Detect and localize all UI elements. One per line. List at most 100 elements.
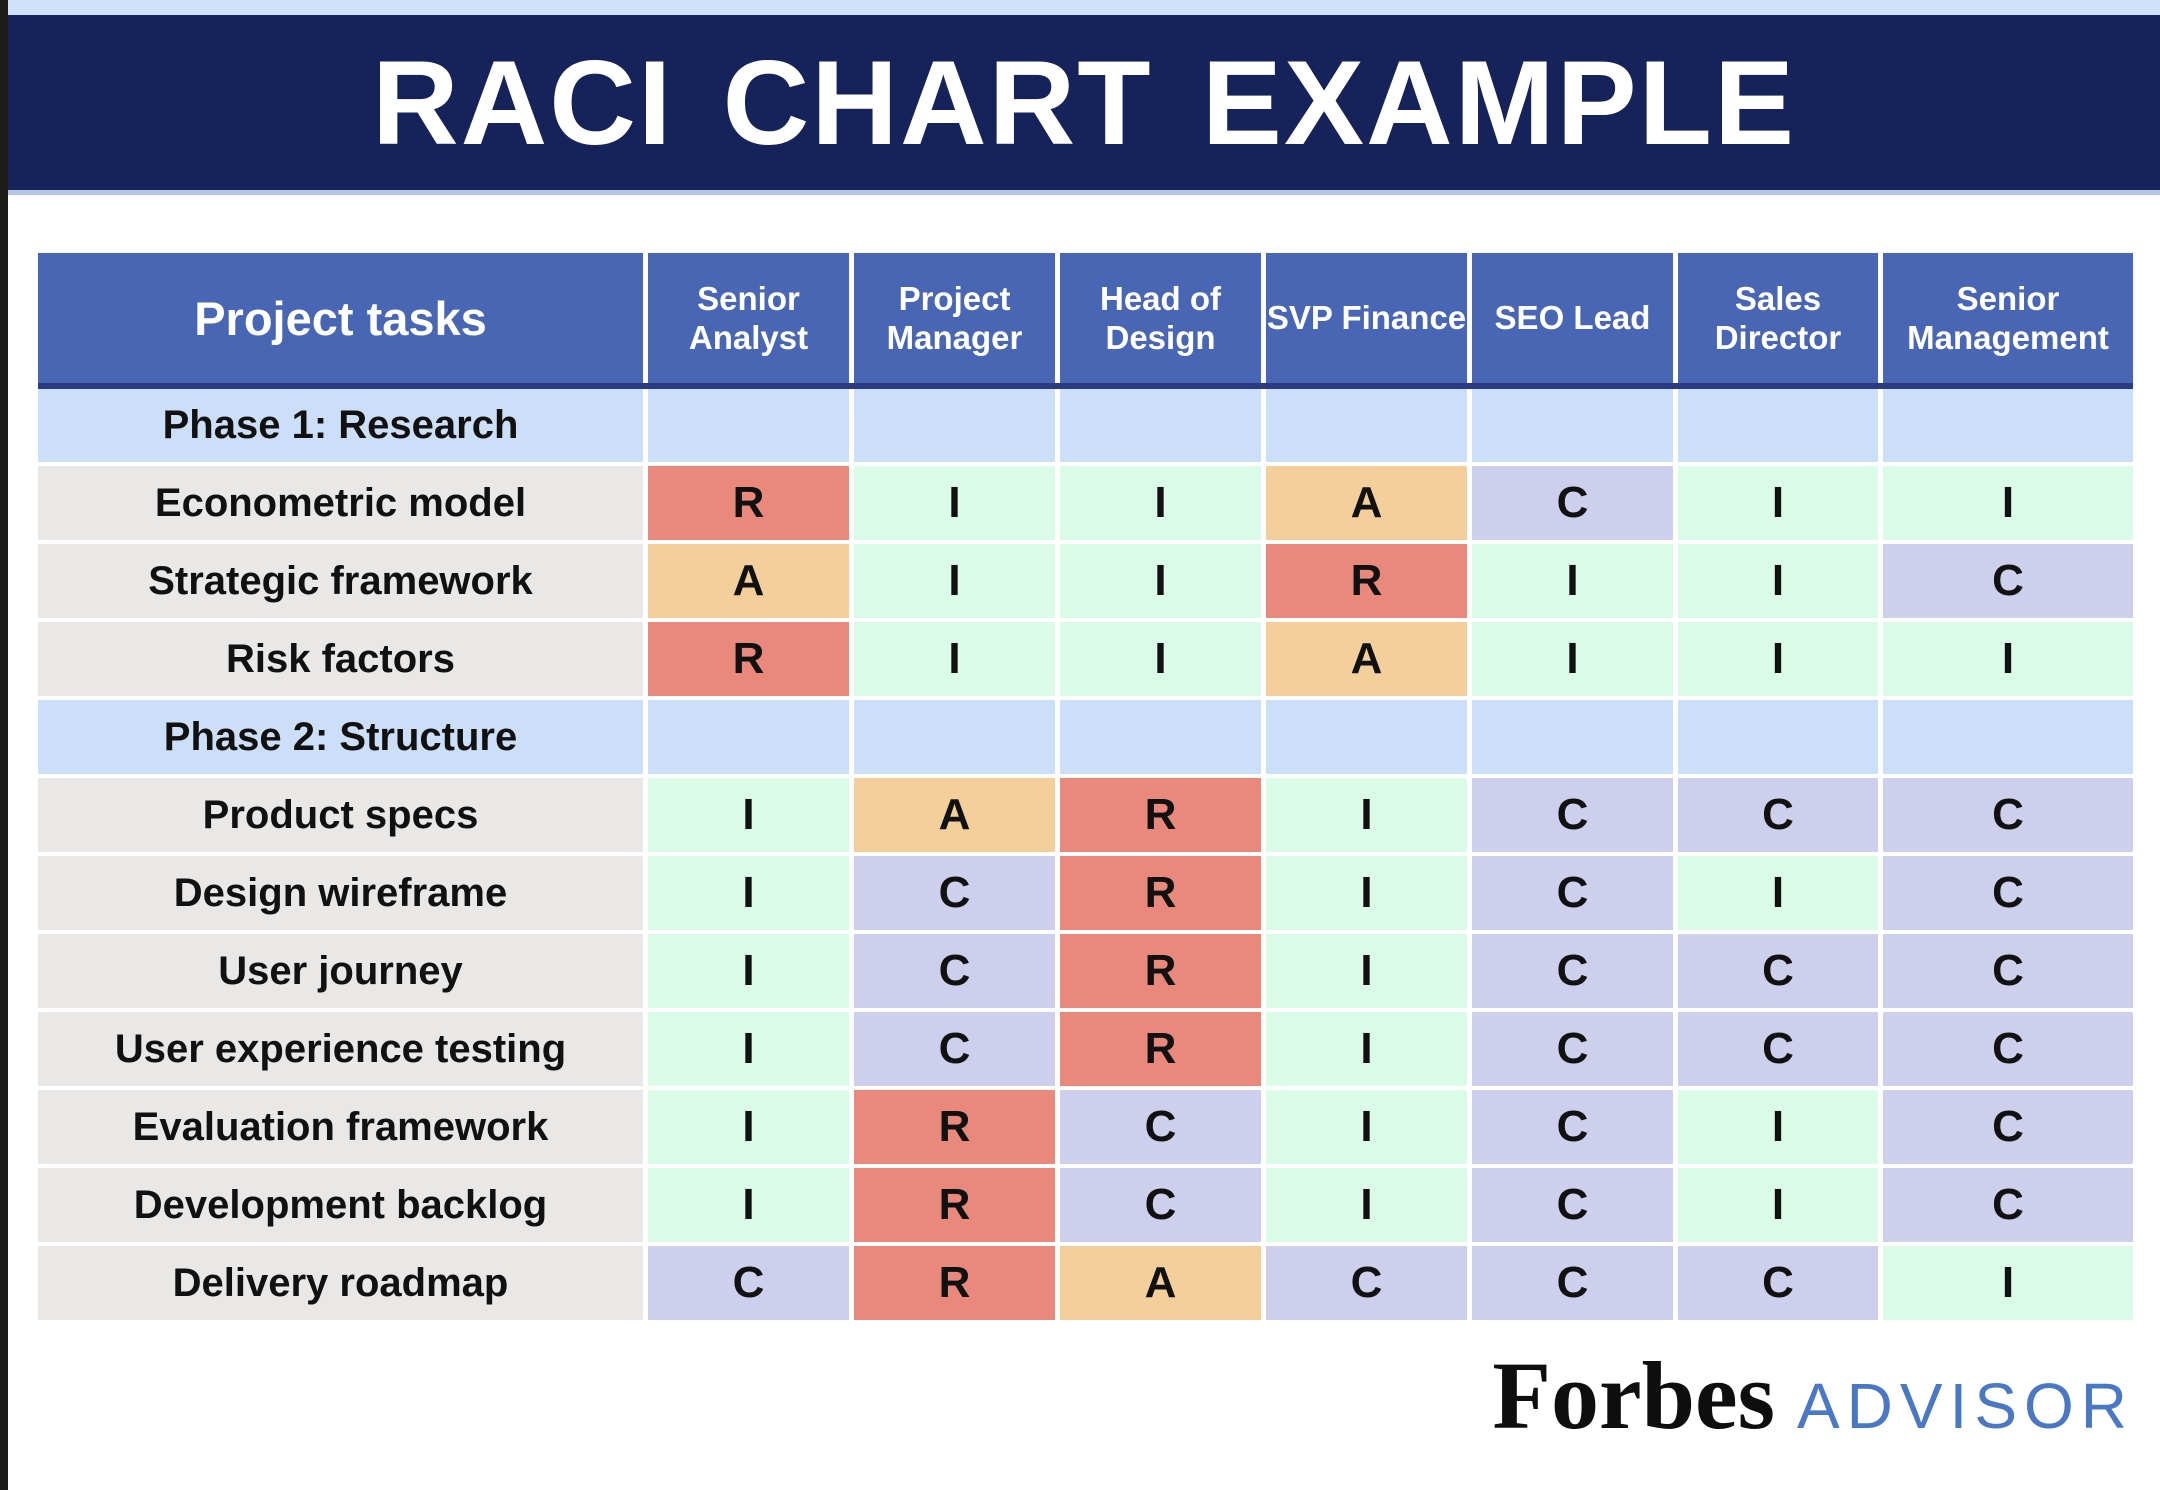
phase-row-cell [648, 700, 849, 774]
matrix-cell: C [1472, 778, 1673, 852]
phase-row-cell [1060, 700, 1261, 774]
phase-row-cell [1472, 388, 1673, 462]
left-edge-bar [0, 0, 8, 1490]
matrix-cell: C [1060, 1168, 1261, 1242]
matrix-cell: I [1060, 466, 1261, 540]
matrix-cell: R [648, 466, 849, 540]
matrix-cell: I [1266, 1012, 1467, 1086]
matrix-cell: R [1060, 856, 1261, 930]
phase-row-cell [1472, 700, 1673, 774]
matrix-cell: I [1883, 466, 2133, 540]
page-title: RACI CHART EXAMPLE [371, 35, 1797, 170]
matrix-cell: I [1678, 466, 1878, 540]
matrix-cell: C [854, 856, 1055, 930]
matrix-cell: I [1266, 934, 1467, 1008]
matrix-cell: C [1883, 544, 2133, 618]
matrix-cell: I [1266, 778, 1467, 852]
task-row-label: Design wireframe [38, 856, 643, 930]
phase-row-label: Phase 1: Research [38, 388, 643, 462]
matrix-cell: C [1883, 856, 2133, 930]
phase-row-cell [854, 700, 1055, 774]
matrix-cell: I [1678, 544, 1878, 618]
task-row-label: Delivery roadmap [38, 1246, 643, 1320]
matrix-cell: I [648, 1090, 849, 1164]
task-row-label: Evaluation framework [38, 1090, 643, 1164]
matrix-cell: C [1678, 1012, 1878, 1086]
matrix-cell: I [1266, 1090, 1467, 1164]
matrix-cell: C [1472, 934, 1673, 1008]
phase-row-cell [854, 388, 1055, 462]
column-header-sales-director: Sales Director [1678, 253, 1878, 384]
phase-row-cell [1266, 700, 1467, 774]
matrix-cell: R [854, 1168, 1055, 1242]
matrix-cell: A [1060, 1246, 1261, 1320]
matrix-cell: R [1060, 1012, 1261, 1086]
brand-logo: Forbes ADVISOR [1492, 1348, 2134, 1444]
matrix-cell: C [1472, 466, 1673, 540]
matrix-cell: C [1883, 1012, 2133, 1086]
matrix-cell: I [648, 1168, 849, 1242]
matrix-cell: C [1883, 934, 2133, 1008]
matrix-cell: I [854, 622, 1055, 696]
matrix-cell: C [1678, 778, 1878, 852]
phase-row-cell [648, 388, 849, 462]
phase-row-cell [1678, 388, 1878, 462]
brand-logo-advisor: ADVISOR [1796, 1370, 2134, 1442]
phase-row-label: Phase 2: Structure [38, 700, 643, 774]
column-header-senior-analyst: Senior Analyst [648, 253, 849, 384]
matrix-cell: I [648, 934, 849, 1008]
matrix-cell: R [1060, 778, 1261, 852]
matrix-cell: I [1266, 1168, 1467, 1242]
matrix-cell: C [1678, 1246, 1878, 1320]
matrix-cell: R [648, 622, 849, 696]
matrix-cell: C [1060, 1090, 1261, 1164]
matrix-cell: I [1266, 856, 1467, 930]
matrix-cell: I [1678, 1090, 1878, 1164]
matrix-cell: C [1678, 934, 1878, 1008]
phase-row-cell [1883, 700, 2133, 774]
matrix-cell: I [854, 544, 1055, 618]
header-divider-line [38, 383, 2133, 389]
matrix-cell: C [1472, 1246, 1673, 1320]
matrix-cell: C [854, 934, 1055, 1008]
phase-row-cell [1678, 700, 1878, 774]
matrix-cell: A [854, 778, 1055, 852]
column-header-project-manager: Project Manager [854, 253, 1055, 384]
task-row-label: Development backlog [38, 1168, 643, 1242]
matrix-cell: C [854, 1012, 1055, 1086]
raci-table: Project tasks Senior Analyst Project Man… [38, 253, 2133, 1320]
matrix-cell: R [854, 1246, 1055, 1320]
matrix-cell: A [1266, 622, 1467, 696]
matrix-cell: I [1060, 544, 1261, 618]
matrix-cell: C [1883, 1168, 2133, 1242]
task-row-label: User experience testing [38, 1012, 643, 1086]
matrix-cell: I [1883, 622, 2133, 696]
top-accent-strip [8, 0, 2160, 15]
matrix-cell: I [1678, 856, 1878, 930]
matrix-cell: I [648, 778, 849, 852]
task-row-label: Econometric model [38, 466, 643, 540]
matrix-cell: I [1060, 622, 1261, 696]
matrix-cell: C [1472, 1168, 1673, 1242]
phase-row-cell [1266, 388, 1467, 462]
column-header-svp-finance: SVP Finance [1266, 253, 1467, 384]
matrix-cell: I [1472, 622, 1673, 696]
matrix-cell: A [648, 544, 849, 618]
matrix-cell: I [1678, 622, 1878, 696]
matrix-cell: C [1472, 856, 1673, 930]
title-banner: RACI CHART EXAMPLE [8, 15, 2160, 195]
column-header-senior-management: Senior Management [1883, 253, 2133, 384]
column-header-project-tasks: Project tasks [38, 253, 643, 384]
matrix-cell: I [854, 466, 1055, 540]
phase-row-cell [1060, 388, 1261, 462]
matrix-cell: C [648, 1246, 849, 1320]
task-row-label: Risk factors [38, 622, 643, 696]
matrix-cell: I [648, 1012, 849, 1086]
matrix-cell: R [854, 1090, 1055, 1164]
matrix-cell: C [1472, 1012, 1673, 1086]
matrix-cell: C [1266, 1246, 1467, 1320]
task-row-label: Strategic framework [38, 544, 643, 618]
matrix-cell: C [1883, 1090, 2133, 1164]
brand-logo-forbes: Forbes [1492, 1342, 1775, 1449]
column-header-seo-lead: SEO Lead [1472, 253, 1673, 384]
